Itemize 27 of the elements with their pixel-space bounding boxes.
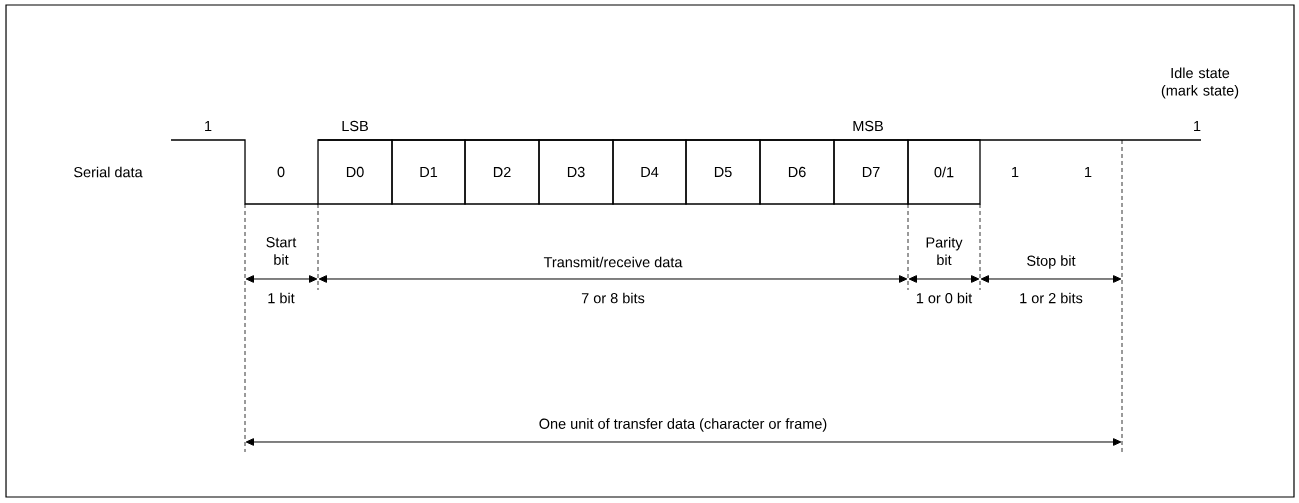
bit-box: D0	[317, 139, 393, 205]
bit-order-label: MSB	[853, 120, 883, 132]
bit-box: D6	[759, 139, 835, 205]
level-label: 1	[1194, 121, 1201, 131]
bit-box: D7	[833, 139, 909, 205]
field-label: Parity bit	[926, 236, 963, 266]
signal-label: Serial data	[74, 166, 143, 178]
frame-label: One unit of transfer data (character or frame)	[539, 418, 827, 432]
field-label: Stop bit	[1027, 255, 1076, 269]
field-label: Transmit/receive data	[543, 256, 683, 268]
state-label: Idle state (mark state)	[1161, 67, 1239, 99]
bit-count-label: 7 or 8 bits	[581, 292, 645, 304]
bit-box: D1	[391, 139, 466, 205]
level-label: 1	[205, 121, 212, 131]
bit-order-label: LSB	[342, 120, 368, 132]
bit-box: D2	[464, 139, 540, 205]
bit-box: D5	[685, 139, 761, 205]
bit-box: 0/1	[907, 139, 981, 205]
bit-box: D4	[612, 139, 687, 205]
bit-count-label: 1 or 2 bits	[1020, 292, 1083, 304]
bit-count-label: 1 bit	[268, 292, 295, 304]
bit-value: 1	[1012, 167, 1019, 177]
bit-value: 0	[277, 166, 285, 178]
bit-value: 1	[1085, 167, 1092, 177]
bit-count-label: 1 or 0 bit	[916, 292, 973, 304]
bit-box: D3	[538, 139, 614, 205]
field-label: Start bit	[266, 237, 297, 265]
